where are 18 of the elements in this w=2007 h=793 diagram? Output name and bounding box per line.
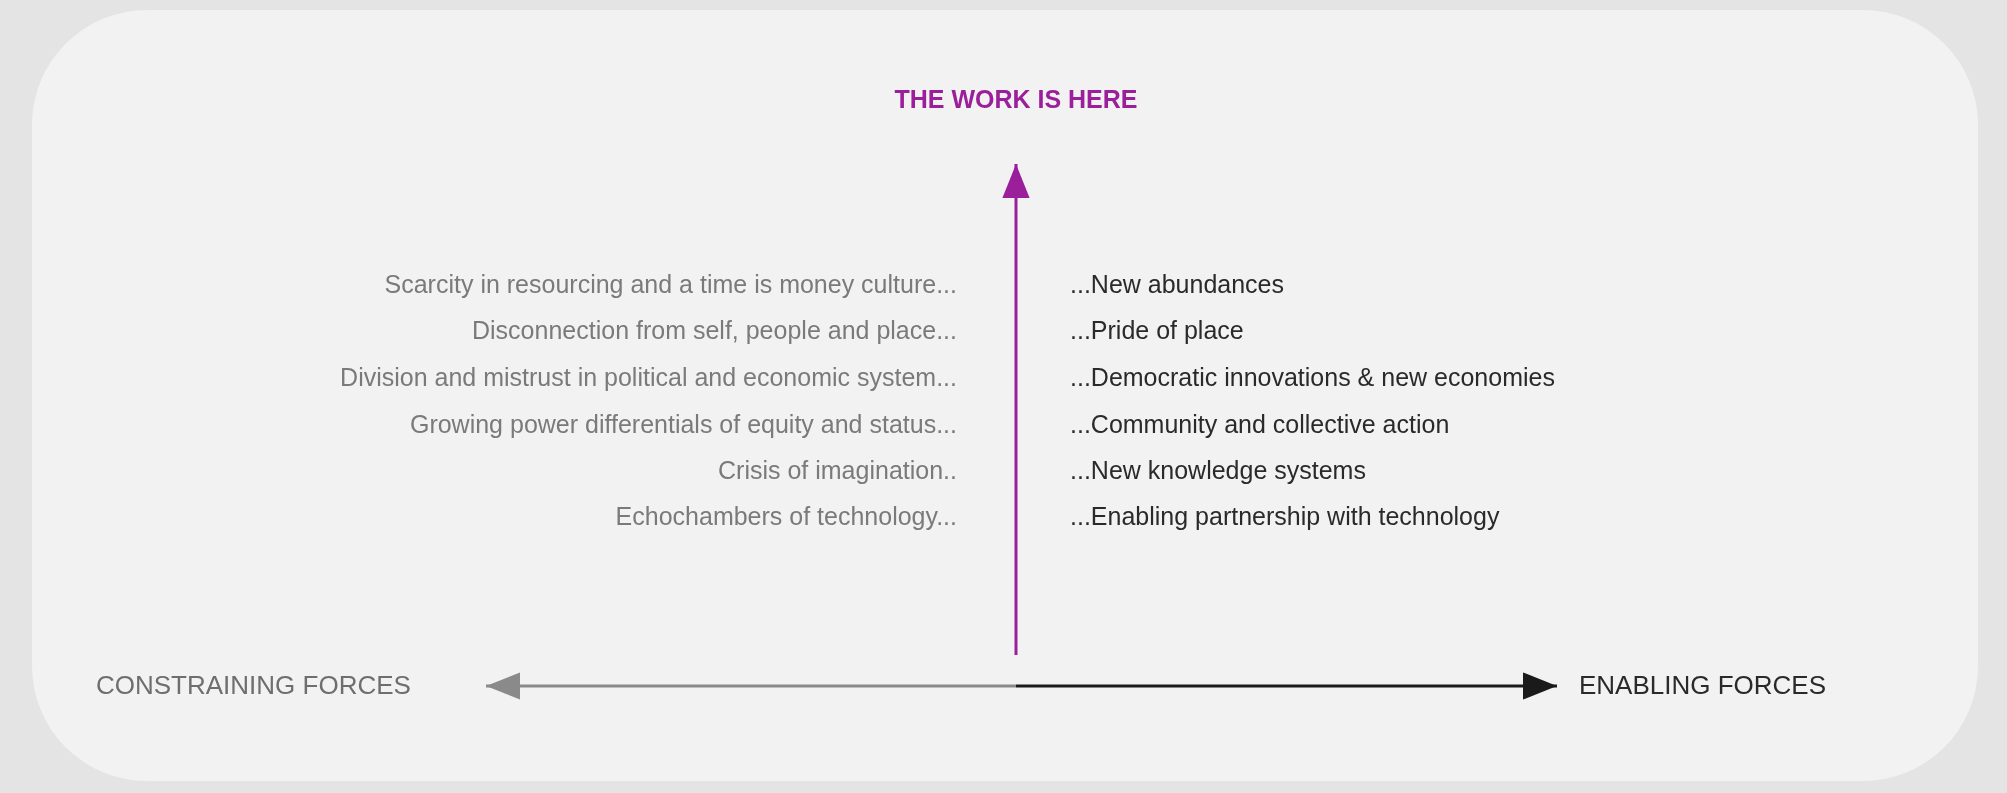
- enabling-force-text: ...Community and collective action: [1070, 409, 1450, 439]
- enabling-force-text: ...Pride of place: [1070, 315, 1244, 345]
- constraining-force-text: Growing power differentials of equity and status...: [409, 409, 957, 439]
- constraining-force-text: Disconnection from self, people and place...: [472, 315, 957, 345]
- enabling-force-text: ...Democratic innovations & new economies: [1070, 362, 1555, 392]
- axis-label: ENABLING FORCES: [1579, 670, 1827, 700]
- enabling-force-text: ...Enabling partnership with technology: [1070, 501, 1500, 531]
- constraining-force-text: Scarcity in resourcing and a time is money culture...: [384, 269, 957, 299]
- arrow: [1016, 672, 1557, 700]
- heading-label: THE WORK IS HERE: [894, 85, 1138, 113]
- constraining-force-text: Division and mistrust in political and economic system...: [340, 362, 957, 392]
- constraining-force-text: Echochambers of technology...: [615, 501, 957, 531]
- constraining-force-text: Crisis of imagination..: [718, 455, 957, 485]
- enabling-force-text: ...New knowledge systems: [1070, 455, 1366, 485]
- axis-label: CONSTRAINING FORCES: [96, 670, 411, 700]
- enabling-force-text: ...New abundances: [1070, 269, 1285, 299]
- arrow: [486, 672, 1016, 700]
- arrow: [1002, 164, 1030, 655]
